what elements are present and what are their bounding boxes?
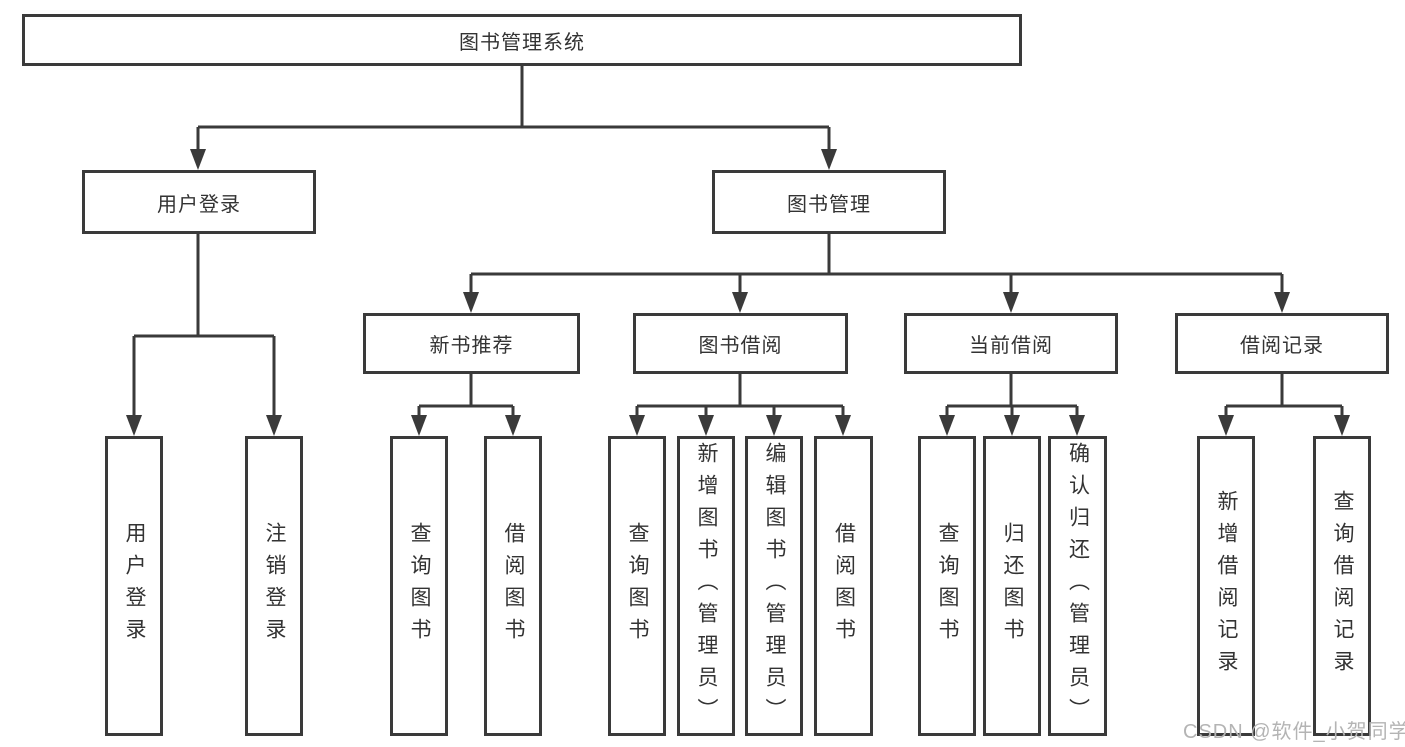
csdn-watermark: CSDN @软件_小贺同学 bbox=[1183, 721, 1405, 743]
node-user-login: 用户登录 bbox=[82, 170, 316, 234]
leaf-add-borrow-record: 新增借阅记录 bbox=[1197, 436, 1255, 736]
leaf-query-borrow-record: 查询借阅记录 bbox=[1313, 436, 1371, 736]
leaf-query-books-current: 查询图书 bbox=[918, 436, 976, 736]
node-current-borrow: 当前借阅 bbox=[904, 313, 1118, 374]
node-new-book-recommend: 新书推荐 bbox=[363, 313, 580, 374]
leaf-return-books: 归还图书 bbox=[983, 436, 1041, 736]
connector-borrow-records-to-leaves bbox=[1218, 374, 1350, 436]
node-root-system: 图书管理系统 bbox=[22, 14, 1022, 66]
leaf-user-login: 用户登录 bbox=[105, 436, 163, 736]
leaf-borrow-books: 借阅图书 bbox=[814, 436, 873, 736]
leaf-borrow-books-label: 借阅图书 bbox=[832, 522, 856, 650]
leaf-borrow-books-recommend-label: 借阅图书 bbox=[502, 522, 525, 650]
connector-new-book-recommend-to-leaves bbox=[411, 374, 521, 436]
node-book-management: 图书管理 bbox=[712, 170, 946, 234]
connector-book-management-to-level2 bbox=[463, 234, 1290, 313]
leaf-query-borrow-record-label: 查询借阅记录 bbox=[1331, 490, 1354, 682]
connector-book-borrow-to-leaves bbox=[629, 374, 851, 436]
node-user-login-label: 用户登录 bbox=[157, 193, 241, 216]
node-book-borrow-label: 图书借阅 bbox=[698, 335, 783, 357]
leaf-confirm-return-admin: 确认归还（管理员） bbox=[1048, 436, 1107, 736]
leaf-user-login-label: 用户登录 bbox=[123, 522, 146, 650]
leaf-edit-books-admin-label: 编辑图书（管理员） bbox=[763, 442, 786, 730]
leaf-edit-books-admin: 编辑图书（管理员） bbox=[745, 436, 803, 736]
node-root-system-label: 图书管理系统 bbox=[459, 31, 585, 54]
leaf-borrow-books-recommend: 借阅图书 bbox=[484, 436, 542, 736]
node-borrow-records-label: 借阅记录 bbox=[1240, 335, 1324, 357]
leaf-add-borrow-record-label: 新增借阅记录 bbox=[1215, 490, 1238, 682]
leaf-query-books-borrow-label: 查询图书 bbox=[626, 522, 649, 650]
node-book-borrow: 图书借阅 bbox=[633, 313, 848, 374]
connector-user-login-to-leaves bbox=[126, 234, 282, 436]
leaf-return-books-label: 归还图书 bbox=[1001, 522, 1024, 650]
leaf-logout: 注销登录 bbox=[245, 436, 303, 736]
leaf-logout-label: 注销登录 bbox=[263, 522, 286, 650]
leaf-query-books-recommend-label: 查询图书 bbox=[408, 522, 431, 650]
connector-root-to-level1 bbox=[190, 66, 837, 170]
leaf-add-books-admin-label: 新增图书（管理员） bbox=[695, 442, 718, 730]
node-book-management-label: 图书管理 bbox=[787, 193, 871, 216]
node-new-book-recommend-label: 新书推荐 bbox=[429, 335, 514, 357]
leaf-confirm-return-admin-label: 确认归还（管理员） bbox=[1066, 442, 1090, 730]
leaf-query-books-recommend: 查询图书 bbox=[390, 436, 448, 736]
node-current-borrow-label: 当前借阅 bbox=[969, 335, 1053, 357]
leaf-query-books-current-label: 查询图书 bbox=[936, 522, 959, 650]
node-borrow-records: 借阅记录 bbox=[1175, 313, 1389, 374]
leaf-query-books-borrow: 查询图书 bbox=[608, 436, 666, 736]
connector-current-borrow-to-leaves bbox=[939, 374, 1085, 436]
leaf-add-books-admin: 新增图书（管理员） bbox=[677, 436, 735, 736]
